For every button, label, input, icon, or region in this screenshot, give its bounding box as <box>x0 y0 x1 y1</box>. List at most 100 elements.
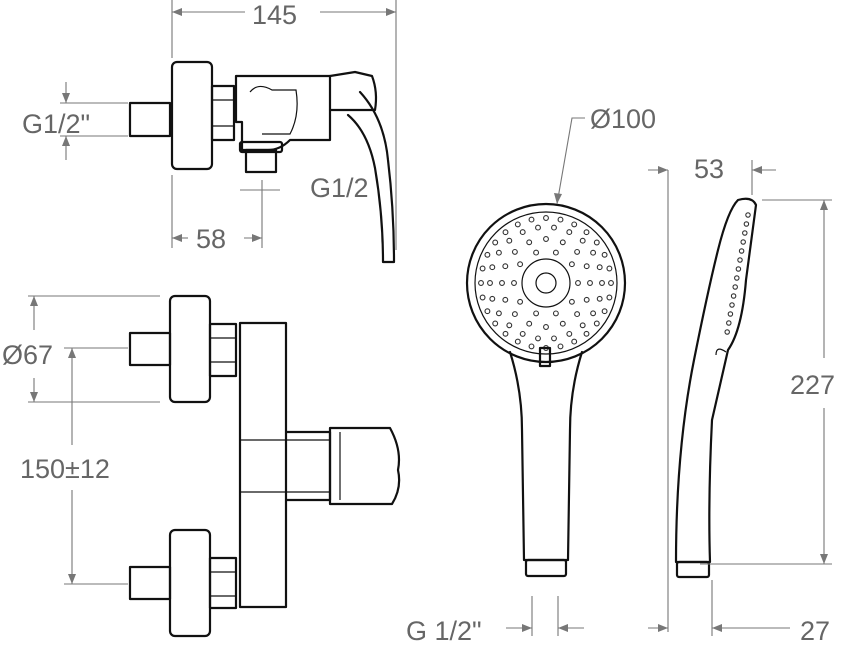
nozzle-hole <box>574 311 581 318</box>
label-head-diameter: Ø100 <box>590 104 656 134</box>
side-nozzle <box>727 311 734 317</box>
nozzle-hole <box>583 296 590 303</box>
nozzle-hole <box>568 261 575 268</box>
nozzle-hole <box>579 322 586 329</box>
nozzle-hole <box>506 322 513 329</box>
nozzle-hole <box>511 311 518 318</box>
nozzle-hole <box>487 280 493 286</box>
nozzle-hole <box>590 310 597 317</box>
nozzle-hole <box>511 280 517 286</box>
nozzle-hole <box>574 248 581 255</box>
nozzle-hole <box>557 216 564 223</box>
nozzle-hole <box>599 280 605 286</box>
side-nozzle <box>726 320 732 326</box>
nozzle-hole <box>514 338 521 345</box>
label-hose-thread: G 1/2" <box>406 616 482 646</box>
nozzle-hole <box>519 229 526 236</box>
label-inlet-thread-top: G1/2" <box>22 109 90 139</box>
label-width-overall: 145 <box>252 0 297 30</box>
nozzle-hole <box>484 308 491 315</box>
label-shower-length: 227 <box>790 370 835 400</box>
nozzle-hole <box>583 229 590 236</box>
nozzle-hole <box>528 216 535 223</box>
nozzle-hole <box>533 310 540 317</box>
nozzle-hole <box>571 221 578 228</box>
side-nozzle <box>745 212 751 218</box>
nozzle-hole <box>575 280 581 286</box>
nozzle-hole <box>587 280 593 286</box>
nozzle-hole <box>526 239 533 246</box>
top-dimensions <box>60 0 397 250</box>
nozzle-hole <box>495 249 502 256</box>
nozzle-hole <box>489 295 496 302</box>
nozzle-hole <box>517 298 524 305</box>
nozzle-hole <box>484 251 491 258</box>
nozzle-hole <box>502 330 509 337</box>
nozzle-hole <box>551 335 557 342</box>
nozzle-hole <box>502 229 509 236</box>
side-nozzle <box>743 221 750 227</box>
label-outlet-thread: G1/2 <box>310 173 369 203</box>
nozzle-hole <box>579 237 586 244</box>
side-nozzle <box>738 248 745 254</box>
nozzle-hole <box>511 248 518 255</box>
nozzle-hole <box>552 249 559 256</box>
side-dimensions <box>648 160 832 636</box>
nozzle-hole <box>552 310 559 317</box>
nozzle-hole <box>519 330 526 337</box>
label-center-distance: 150±12 <box>20 454 110 484</box>
side-nozzle <box>732 284 738 290</box>
side-nozzle <box>737 257 743 263</box>
side-nozzle <box>724 329 730 335</box>
nozzle-hole <box>506 237 513 244</box>
side-nozzle <box>729 302 735 308</box>
nozzle-hole <box>601 308 608 315</box>
nozzle-hole <box>502 263 509 270</box>
shower-head-front <box>465 202 627 578</box>
nozzle-hole <box>478 280 484 286</box>
label-head-depth: 53 <box>694 154 724 184</box>
side-nozzle <box>730 293 737 299</box>
nozzle-hole <box>489 264 496 271</box>
label-outlet-offset: 58 <box>196 224 226 254</box>
nozzle-hole <box>517 261 524 268</box>
nozzle-hole <box>533 249 540 256</box>
nozzle-hole <box>606 294 613 301</box>
nozzle-hole <box>593 320 600 327</box>
nozzle-hole <box>543 236 549 242</box>
nozzle-hole <box>593 239 600 246</box>
nozzle-hole <box>566 330 573 337</box>
nozzle-hole <box>566 229 573 236</box>
nozzle-hole <box>499 280 505 286</box>
nozzle-hole <box>551 224 557 231</box>
mixer-top-view <box>128 60 396 264</box>
nozzle-hole <box>492 239 499 246</box>
side-nozzle <box>734 275 740 281</box>
front-dimensions <box>28 295 160 585</box>
nozzle-hole <box>583 330 590 337</box>
nozzle-hole <box>535 335 541 342</box>
side-nozzle <box>735 266 742 272</box>
nozzle-hole <box>601 251 608 258</box>
nozzle-hole <box>526 320 533 327</box>
nozzle-hole <box>608 280 614 286</box>
nozzle-hole <box>535 224 541 231</box>
nozzle-hole <box>568 298 575 305</box>
nozzle-hole <box>590 249 597 256</box>
nozzle-hole <box>596 295 603 302</box>
nozzle-hole <box>543 215 549 221</box>
nozzle-hole <box>606 265 613 272</box>
nozzle-hole <box>557 343 564 350</box>
nozzle-hole <box>571 338 578 345</box>
nozzle-hole <box>543 324 549 330</box>
side-nozzles <box>724 212 751 335</box>
mixer-front-view <box>128 294 401 638</box>
nozzle-hole <box>479 265 486 272</box>
nozzle-hole <box>583 263 590 270</box>
nozzle-hole <box>596 264 603 271</box>
label-flange-diameter: Ø67 <box>2 340 53 370</box>
shower-head-side <box>674 197 758 579</box>
label-handle-base: 27 <box>800 616 830 646</box>
nozzle-hole <box>559 320 566 327</box>
